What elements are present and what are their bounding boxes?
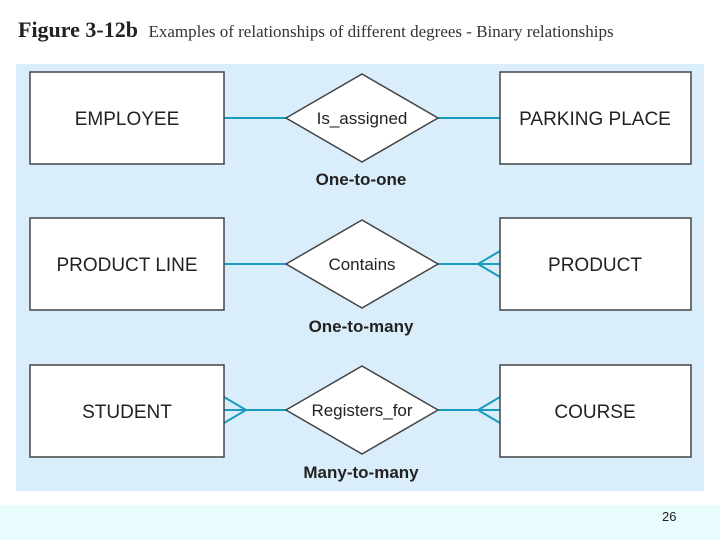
relationship-label: Registers_for xyxy=(311,401,412,420)
figure-title: Figure 3-12b Examples of relationships o… xyxy=(18,17,614,47)
degree-label: Many-to-many xyxy=(303,463,419,482)
entity-box xyxy=(29,71,225,165)
crows-foot-many xyxy=(223,396,247,424)
page-number: 26 xyxy=(662,509,677,524)
relationship-diamond xyxy=(284,219,440,309)
relationship-row: EMPLOYEE PARKING PLACE Is_assigned One-t… xyxy=(29,71,692,189)
entity-label: PRODUCT xyxy=(548,255,642,276)
relationship-diamond xyxy=(284,365,440,455)
entity-box xyxy=(499,364,692,458)
degree-label: One-to-one xyxy=(316,170,407,189)
figure-caption: Examples of relationships of different d… xyxy=(148,22,614,41)
relationship-label: Is_assigned xyxy=(317,109,408,128)
entity-box xyxy=(499,217,692,311)
crows-foot-many xyxy=(477,396,501,424)
entity-box xyxy=(499,71,692,165)
entity-box xyxy=(29,364,225,458)
relationship-row: STUDENT COURSE Registers_for Many-to-man… xyxy=(29,364,692,482)
entity-label: PRODUCT LINE xyxy=(56,255,197,276)
entity-label: EMPLOYEE xyxy=(75,109,180,130)
entity-box xyxy=(29,217,225,311)
relationship-label: Contains xyxy=(328,255,395,274)
degree-label: One-to-many xyxy=(309,317,414,336)
relationship-row: PRODUCT LINE PRODUCT Contains One-to-man… xyxy=(29,217,692,336)
figure-number: Figure 3-12b xyxy=(18,17,138,42)
crows-foot-many xyxy=(477,250,501,278)
entity-label: PARKING PLACE xyxy=(519,109,671,130)
entity-label: STUDENT xyxy=(82,402,172,423)
footer-band xyxy=(0,505,720,540)
relationship-diamond xyxy=(284,73,440,163)
entity-label: COURSE xyxy=(554,402,635,423)
er-diagram: EMPLOYEE PARKING PLACE Is_assigned One-t… xyxy=(16,64,704,491)
